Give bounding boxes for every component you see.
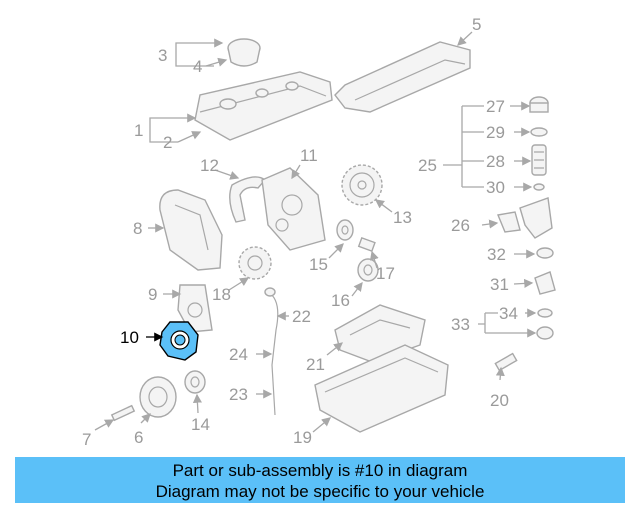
callout-14: 14 bbox=[191, 415, 210, 434]
callout-9: 9 bbox=[148, 285, 157, 304]
callout-1: 1 bbox=[134, 121, 143, 140]
dipstick-tube bbox=[264, 287, 279, 416]
callout-7: 7 bbox=[82, 430, 91, 449]
callout-33: 33 bbox=[451, 315, 470, 334]
small-pulley bbox=[184, 370, 206, 394]
callout-26: 26 bbox=[451, 216, 470, 235]
callout-11: 11 bbox=[300, 146, 318, 165]
callout-labels: 1 2 3 4 5 6 7 8 9 10 11 12 13 14 15 16 1… bbox=[82, 15, 518, 449]
callout-34: 34 bbox=[499, 304, 518, 323]
plug-33 bbox=[536, 326, 554, 340]
callout-20: 20 bbox=[490, 391, 509, 410]
callout-29: 29 bbox=[486, 123, 505, 142]
callout-30: 30 bbox=[486, 178, 505, 197]
callout-6: 6 bbox=[134, 428, 143, 447]
seal-plate bbox=[177, 284, 213, 333]
callout-15: 15 bbox=[309, 255, 328, 274]
callout-16: 16 bbox=[331, 291, 350, 310]
valve-cover bbox=[194, 71, 333, 141]
callout-12: 12 bbox=[200, 156, 219, 175]
pulley-bolt bbox=[357, 236, 376, 252]
callout-3: 3 bbox=[158, 46, 167, 65]
timing-belt-cover bbox=[159, 189, 223, 271]
crankshaft-seal-flange-highlighted bbox=[159, 321, 199, 361]
sensor-31 bbox=[534, 271, 556, 295]
callout-10: 10 bbox=[120, 328, 139, 347]
callout-21: 21 bbox=[306, 355, 325, 374]
oil-pan bbox=[314, 344, 449, 433]
engine-cover bbox=[334, 41, 471, 113]
callout-13: 13 bbox=[393, 208, 412, 227]
callout-32: 32 bbox=[487, 245, 506, 264]
oil-filter-housing bbox=[497, 197, 553, 239]
parts-diagram: 1 2 3 4 5 6 7 8 9 10 11 12 13 14 15 16 1… bbox=[82, 15, 556, 449]
oil-filter-cap bbox=[529, 96, 549, 113]
oil-filter-element bbox=[531, 144, 547, 176]
callout-24: 24 bbox=[229, 345, 248, 364]
callout-27: 27 bbox=[486, 97, 505, 116]
callout-28: 28 bbox=[486, 152, 505, 171]
callout-22: 22 bbox=[292, 307, 311, 326]
callout-17: 17 bbox=[376, 264, 395, 283]
crank-bolt bbox=[110, 404, 136, 422]
camshaft-sprocket bbox=[341, 164, 383, 206]
tensioner-pulley bbox=[357, 258, 379, 282]
info-banner: Part or sub-assembly is #10 in diagram D… bbox=[15, 457, 625, 503]
crankshaft-sprocket bbox=[238, 246, 272, 280]
banner-line-part: Part or sub-assembly is #10 in diagram bbox=[172, 461, 468, 480]
callout-31: 31 bbox=[490, 275, 509, 294]
timing-housing bbox=[261, 167, 326, 251]
banner-line-disclaimer: Diagram may not be specific to your vehi… bbox=[155, 482, 485, 501]
crankshaft-pulley bbox=[139, 376, 177, 418]
callout-18: 18 bbox=[212, 285, 231, 304]
o-ring-30 bbox=[533, 183, 545, 191]
leader-lines bbox=[94, 31, 535, 433]
o-ring-29 bbox=[530, 127, 548, 137]
gasket-32 bbox=[536, 247, 554, 259]
oil-pan-gasket-part bbox=[494, 352, 518, 372]
oil-filler-cap bbox=[227, 38, 261, 67]
callout-19: 19 bbox=[293, 428, 312, 447]
callout-5: 5 bbox=[472, 15, 481, 34]
callout-4: 4 bbox=[193, 57, 202, 76]
belt-guide bbox=[229, 176, 267, 223]
seal-34 bbox=[537, 308, 553, 318]
callout-25: 25 bbox=[418, 156, 437, 175]
callout-8: 8 bbox=[133, 219, 142, 238]
callout-2: 2 bbox=[163, 133, 172, 152]
callout-23: 23 bbox=[229, 385, 248, 404]
idler-pulley bbox=[336, 219, 354, 241]
